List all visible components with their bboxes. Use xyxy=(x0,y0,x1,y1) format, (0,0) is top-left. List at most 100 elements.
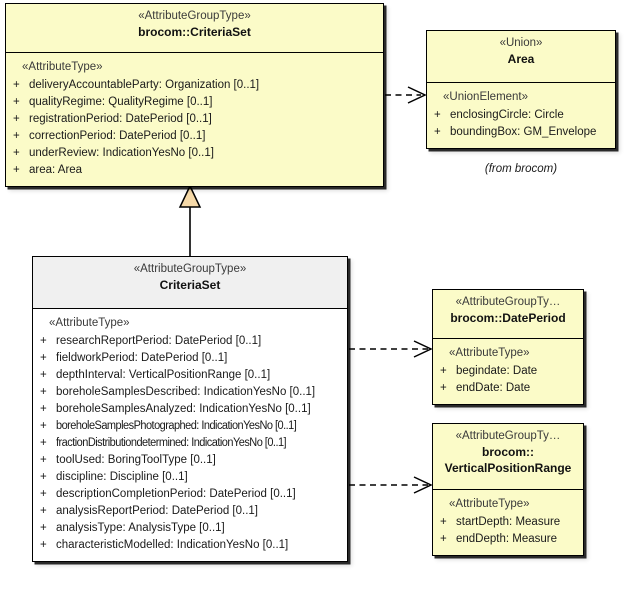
class-attributes-area: «UnionElement» + enclosingCircle: Circle… xyxy=(427,83,615,148)
class-stereotype: «AttributeGroupType» xyxy=(138,10,251,22)
attribute-visibility: + xyxy=(40,437,47,449)
attribute-signature: enclosingCircle: Circle xyxy=(450,109,564,121)
attribute-signature: analysisReportPeriod: DatePeriod [0..1] xyxy=(56,505,258,517)
attribute-visibility: + xyxy=(13,79,20,91)
attribute-row: + begindate: Date xyxy=(437,363,579,380)
attribute-signature: underReview: IndicationYesNo [0..1] xyxy=(29,147,214,159)
class-stereotype: «AttributeGroupTy… xyxy=(455,430,561,442)
class-stereotype: «AttributeGroupType» xyxy=(133,263,247,275)
class-box-dateperiod[interactable]: «AttributeGroupTy… brocom::DatePeriod «A… xyxy=(432,289,584,405)
attribute-signature: boreholeSamplesAnalyzed: IndicationYesNo… xyxy=(56,403,311,415)
attribute-signature: registrationPeriod: DatePeriod [0..1] xyxy=(29,113,212,125)
attribute-signature: boreholeSamplesPhotographed: IndicationY… xyxy=(56,420,297,432)
class-header-criteriaset: «AttributeGroupType» CriteriaSet xyxy=(33,257,347,309)
class-name: brocom::DatePeriod xyxy=(450,311,566,325)
attribute-signature: deliveryAccountableParty: Organization [… xyxy=(29,79,260,91)
dependency-area xyxy=(385,86,427,104)
class-header-verticalpositionrange: «AttributeGroupTy… brocom:: VerticalPosi… xyxy=(433,424,583,490)
attribute-visibility: + xyxy=(40,522,47,534)
attribute-visibility: + xyxy=(40,471,47,483)
attribute-signature: depthInterval: VerticalPositionRange [0.… xyxy=(56,369,271,381)
attribute-row: + toolUsed: BoringToolType [0..1] xyxy=(37,452,343,469)
attribute-row: + fractionDistributiondetermined: Indica… xyxy=(37,435,343,452)
attribute-row: + analysisReportPeriod: DatePeriod [0..1… xyxy=(37,503,343,520)
class-header-brocom-criteriaset: «AttributeGroupType» brocom::CriteriaSet xyxy=(6,4,383,53)
attribute-signature: toolUsed: BoringToolType [0..1] xyxy=(56,454,216,466)
attribute-row: + endDate: Date xyxy=(437,380,579,397)
attribute-visibility: + xyxy=(434,109,441,121)
attribute-signature: descriptionCompletionPeriod: DatePeriod … xyxy=(56,488,296,500)
attribute-visibility: + xyxy=(13,147,20,159)
attribute-row: + descriptionCompletionPeriod: DatePerio… xyxy=(37,486,343,503)
class-stereotype: «AttributeGroupTy… xyxy=(455,296,561,308)
attribute-visibility: + xyxy=(40,454,47,466)
attribute-signature: fractionDistributiondetermined: Indicati… xyxy=(56,437,287,449)
class-attributes-verticalpositionrange: «AttributeType» + startDepth: Measure + … xyxy=(433,490,583,555)
dependency-verticalpositionrange xyxy=(349,476,433,494)
attribute-row: + boreholeSamplesDescribed: IndicationYe… xyxy=(37,384,343,401)
attribute-visibility: + xyxy=(40,403,47,415)
attribute-row: + area: Area xyxy=(10,162,379,179)
class-name-line2: VerticalPositionRange xyxy=(444,461,572,475)
class-box-area[interactable]: «Union» Area «UnionElement» + enclosingC… xyxy=(426,30,616,149)
attribute-signature: area: Area xyxy=(29,164,83,176)
attribute-visibility: + xyxy=(440,382,447,394)
class-name: Area xyxy=(507,52,535,66)
compartment-label: «AttributeType» xyxy=(449,498,530,510)
attribute-visibility: + xyxy=(13,130,20,142)
compartment-label: «AttributeType» xyxy=(49,317,130,329)
compartment-label: «UnionElement» xyxy=(443,91,529,103)
attribute-visibility: + xyxy=(40,539,47,551)
attribute-row: + underReview: IndicationYesNo [0..1] xyxy=(10,145,379,162)
attribute-visibility: + xyxy=(434,126,441,138)
attribute-visibility: + xyxy=(440,365,447,377)
attribute-visibility: + xyxy=(13,164,20,176)
attribute-row: + analysisType: AnalysisType [0..1] xyxy=(37,520,343,537)
attribute-signature: qualityRegime: QualityRegime [0..1] xyxy=(29,96,213,108)
attribute-row: + fieldworkPeriod: DatePeriod [0..1] xyxy=(37,350,343,367)
class-name: brocom::CriteriaSet xyxy=(138,25,251,39)
attribute-signature: endDate: Date xyxy=(456,382,531,394)
attribute-row: + boreholeSamplesPhotographed: Indicatio… xyxy=(37,418,343,435)
attribute-visibility: + xyxy=(40,335,47,347)
attribute-visibility: + xyxy=(40,420,47,432)
class-attributes-brocom-criteriaset: «AttributeType» + deliveryAccountablePar… xyxy=(6,53,383,186)
class-attributes-dateperiod: «AttributeType» + begindate: Date + endD… xyxy=(433,339,583,404)
attribute-row: + registrationPeriod: DatePeriod [0..1] xyxy=(10,111,379,128)
attribute-signature: correctionPeriod: DatePeriod [0..1] xyxy=(29,130,206,142)
class-box-verticalpositionrange[interactable]: «AttributeGroupTy… brocom:: VerticalPosi… xyxy=(432,423,584,556)
attribute-signature: startDepth: Measure xyxy=(456,516,561,528)
attribute-signature: endDepth: Measure xyxy=(456,533,558,545)
attribute-signature: researchReportPeriod: DatePeriod [0..1] xyxy=(56,335,262,347)
attribute-signature: characteristicModelled: IndicationYesNo … xyxy=(56,539,289,551)
dependency-dateperiod xyxy=(349,340,433,358)
compartment-label: «AttributeType» xyxy=(22,61,103,73)
attribute-row: + endDepth: Measure xyxy=(437,531,579,548)
class-box-brocom-criteriaset[interactable]: «AttributeGroupType» brocom::CriteriaSet… xyxy=(5,3,384,187)
attribute-row: + boundingBox: GM_Envelope xyxy=(431,124,611,141)
attribute-row: + characteristicModelled: IndicationYesN… xyxy=(37,537,343,554)
attribute-visibility: + xyxy=(440,533,447,545)
attribute-visibility: + xyxy=(40,369,47,381)
attribute-visibility: + xyxy=(40,488,47,500)
attribute-visibility: + xyxy=(13,113,20,125)
attribute-signature: analysisType: AnalysisType [0..1] xyxy=(56,522,225,534)
attribute-signature: boundingBox: GM_Envelope xyxy=(450,126,597,138)
attribute-row: + discipline: Discipline [0..1] xyxy=(37,469,343,486)
attribute-row: + qualityRegime: QualityRegime [0..1] xyxy=(10,94,379,111)
attribute-row: + correctionPeriod: DatePeriod [0..1] xyxy=(10,128,379,145)
attribute-visibility: + xyxy=(13,96,20,108)
class-box-criteriaset[interactable]: «AttributeGroupType» CriteriaSet «Attrib… xyxy=(32,256,348,562)
class-name: CriteriaSet xyxy=(159,278,221,292)
generalization-criteriaset xyxy=(178,184,202,256)
attribute-row: + depthInterval: VerticalPositionRange [… xyxy=(37,367,343,384)
attribute-visibility: + xyxy=(40,386,47,398)
attribute-row: + deliveryAccountableParty: Organization… xyxy=(10,77,379,94)
attribute-visibility: + xyxy=(40,352,47,364)
attribute-visibility: + xyxy=(40,505,47,517)
class-header-dateperiod: «AttributeGroupTy… brocom::DatePeriod xyxy=(433,290,583,339)
attribute-row: + enclosingCircle: Circle xyxy=(431,107,611,124)
class-name: brocom:: xyxy=(482,445,534,459)
attribute-row: + boreholeSamplesAnalyzed: IndicationYes… xyxy=(37,401,343,418)
